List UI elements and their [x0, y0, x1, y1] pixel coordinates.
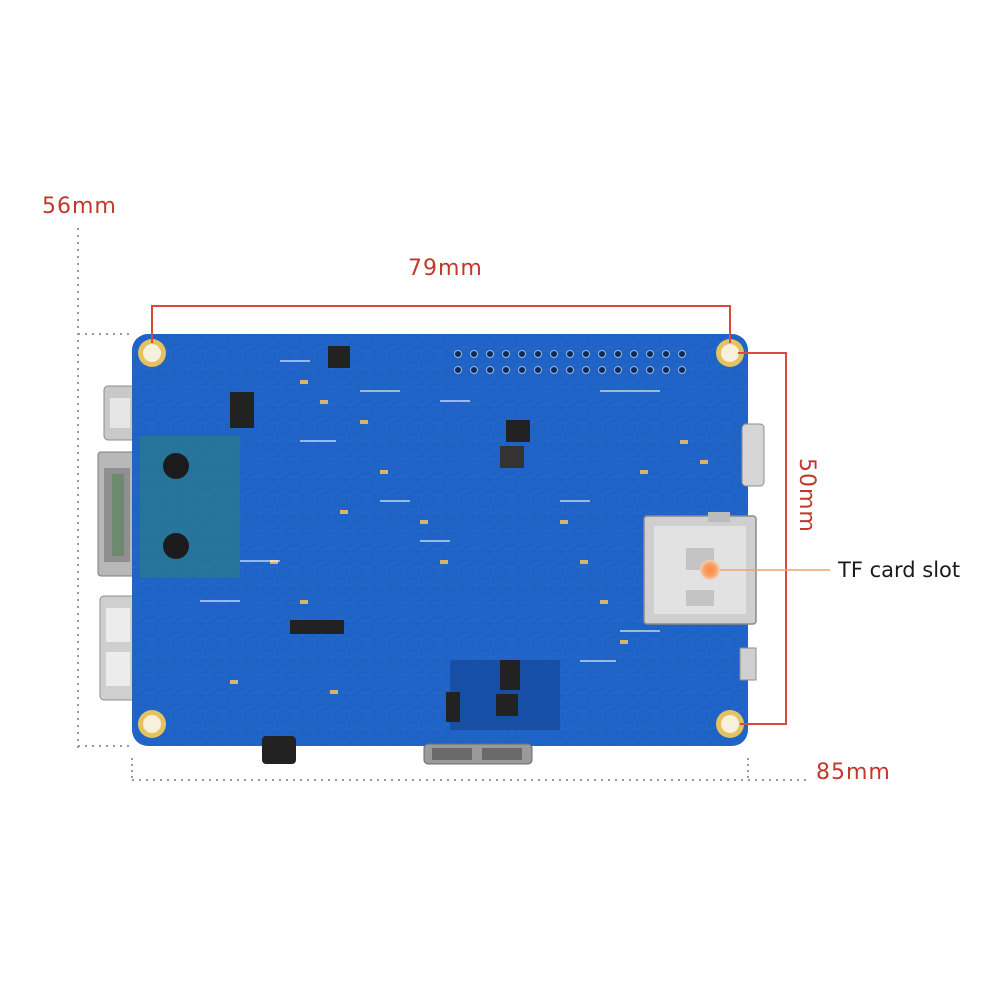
tf-card-slot-label: TF card slot	[838, 558, 961, 582]
height-total-label: 56mm	[42, 194, 117, 219]
height-holes-label: 50mm	[794, 458, 819, 533]
circuit-board	[132, 334, 765, 765]
height-holes-bracket	[738, 352, 787, 725]
width-total-label: 85mm	[816, 760, 891, 785]
mount-hole-bottom-left	[138, 710, 166, 738]
tf-card-slot	[643, 512, 757, 625]
mount-hole-top-right	[716, 339, 744, 367]
height-total-guide	[77, 228, 132, 748]
width-holes-label: 79mm	[408, 256, 483, 281]
tf-card-callout	[700, 560, 830, 580]
mount-hole-bottom-right	[716, 710, 744, 738]
width-total-guide	[131, 758, 808, 781]
mount-hole-top-left	[138, 339, 166, 367]
width-holes-bracket	[151, 305, 731, 343]
